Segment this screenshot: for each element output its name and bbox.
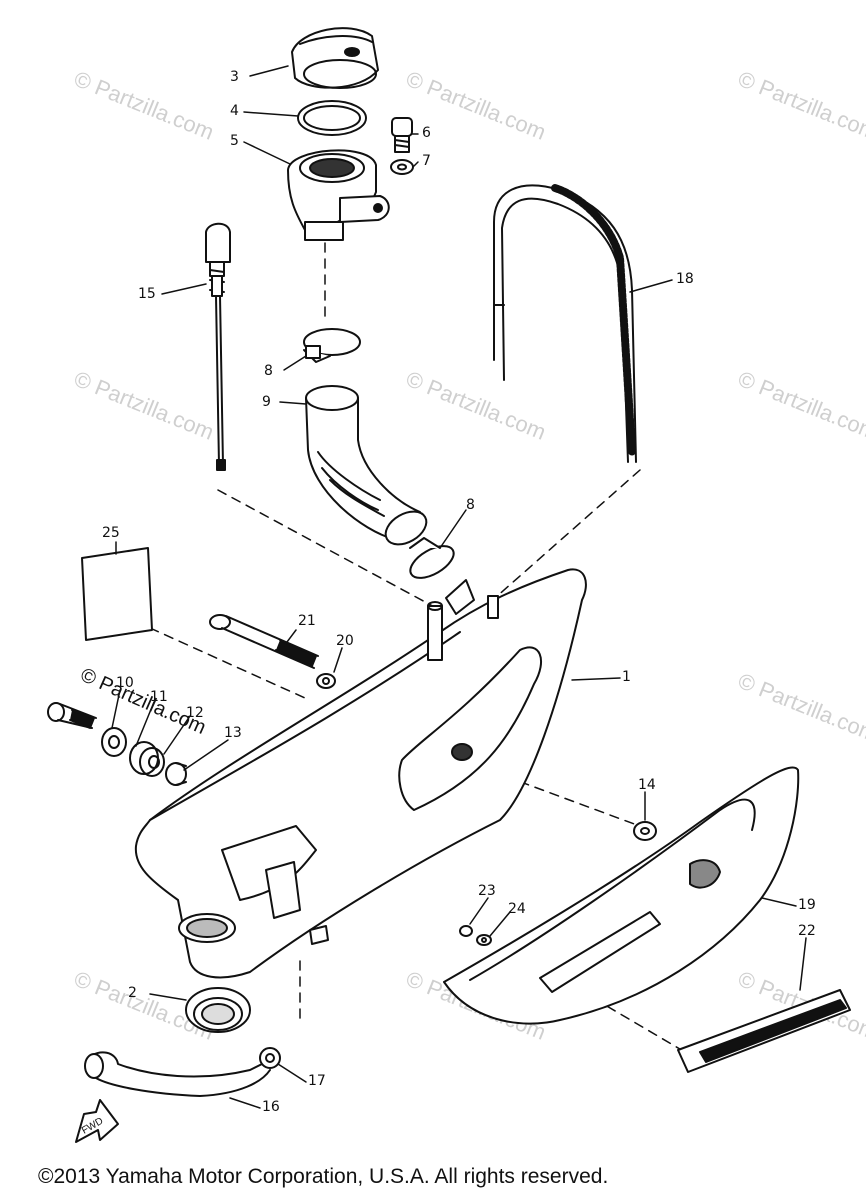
callout-2: 2	[128, 985, 137, 1001]
long-bolt-part	[209, 614, 319, 669]
filler-neck-part	[287, 149, 390, 241]
label-plate-part	[81, 547, 153, 641]
callout-19: 19	[798, 897, 816, 913]
fwd-arrow-icon	[75, 1099, 119, 1143]
washer-part	[101, 727, 127, 757]
callout-15: 15	[138, 286, 156, 302]
side-cover-part	[443, 766, 800, 1025]
callout-11: 11	[150, 689, 168, 705]
callout-12: 12	[186, 705, 204, 721]
callout-10: 10	[116, 675, 134, 691]
hose-clip-part	[259, 1047, 281, 1069]
grommet-part	[129, 741, 165, 777]
callout-5: 5	[230, 133, 239, 149]
callout-21: 21	[298, 613, 316, 629]
fuel-cap-part	[291, 27, 379, 89]
callout-24: 24	[508, 901, 526, 917]
gasket-part	[297, 100, 367, 136]
callout-leaders	[111, 65, 807, 1109]
callout-8a: 8	[264, 363, 273, 379]
callout-23: 23	[478, 883, 496, 899]
hose-clamp-part	[409, 537, 455, 579]
callout-25: 25	[102, 525, 120, 541]
hose-clamp-part	[303, 328, 361, 363]
copyright-text: ©2013 Yamaha Motor Corporation, U.S.A. A…	[38, 1165, 609, 1188]
collar-part	[165, 762, 187, 786]
callout-13: 13	[224, 725, 242, 741]
breather-hose-part	[493, 184, 637, 463]
drain-hose-part	[84, 1051, 271, 1097]
callout-18: 18	[676, 271, 694, 287]
callout-3: 3	[230, 69, 239, 85]
callout-9: 9	[262, 394, 271, 410]
callout-16: 16	[262, 1099, 280, 1115]
callout-20: 20	[336, 633, 354, 649]
filler-hose-part	[305, 385, 428, 546]
bolt-part	[47, 702, 97, 729]
grommet-part	[185, 987, 251, 1033]
screw-part	[459, 925, 473, 937]
washer-part	[390, 159, 414, 175]
oil-level-gauge-part	[205, 222, 231, 471]
nut-part	[316, 673, 336, 689]
callout-7: 7	[422, 153, 431, 169]
callout-22: 22	[798, 923, 816, 939]
bolt-part	[391, 117, 413, 153]
oil-tank-part	[134, 568, 587, 979]
callout-17: 17	[308, 1073, 326, 1089]
callout-6: 6	[422, 125, 431, 141]
washer-part	[476, 934, 492, 946]
callout-14: 14	[638, 777, 656, 793]
callout-4: 4	[230, 103, 239, 119]
grommet-part	[633, 821, 657, 841]
assembly-guide-lines	[149, 242, 691, 1056]
callout-8b: 8	[466, 497, 475, 513]
callout-1: 1	[622, 669, 631, 685]
emblem-part	[677, 989, 851, 1073]
